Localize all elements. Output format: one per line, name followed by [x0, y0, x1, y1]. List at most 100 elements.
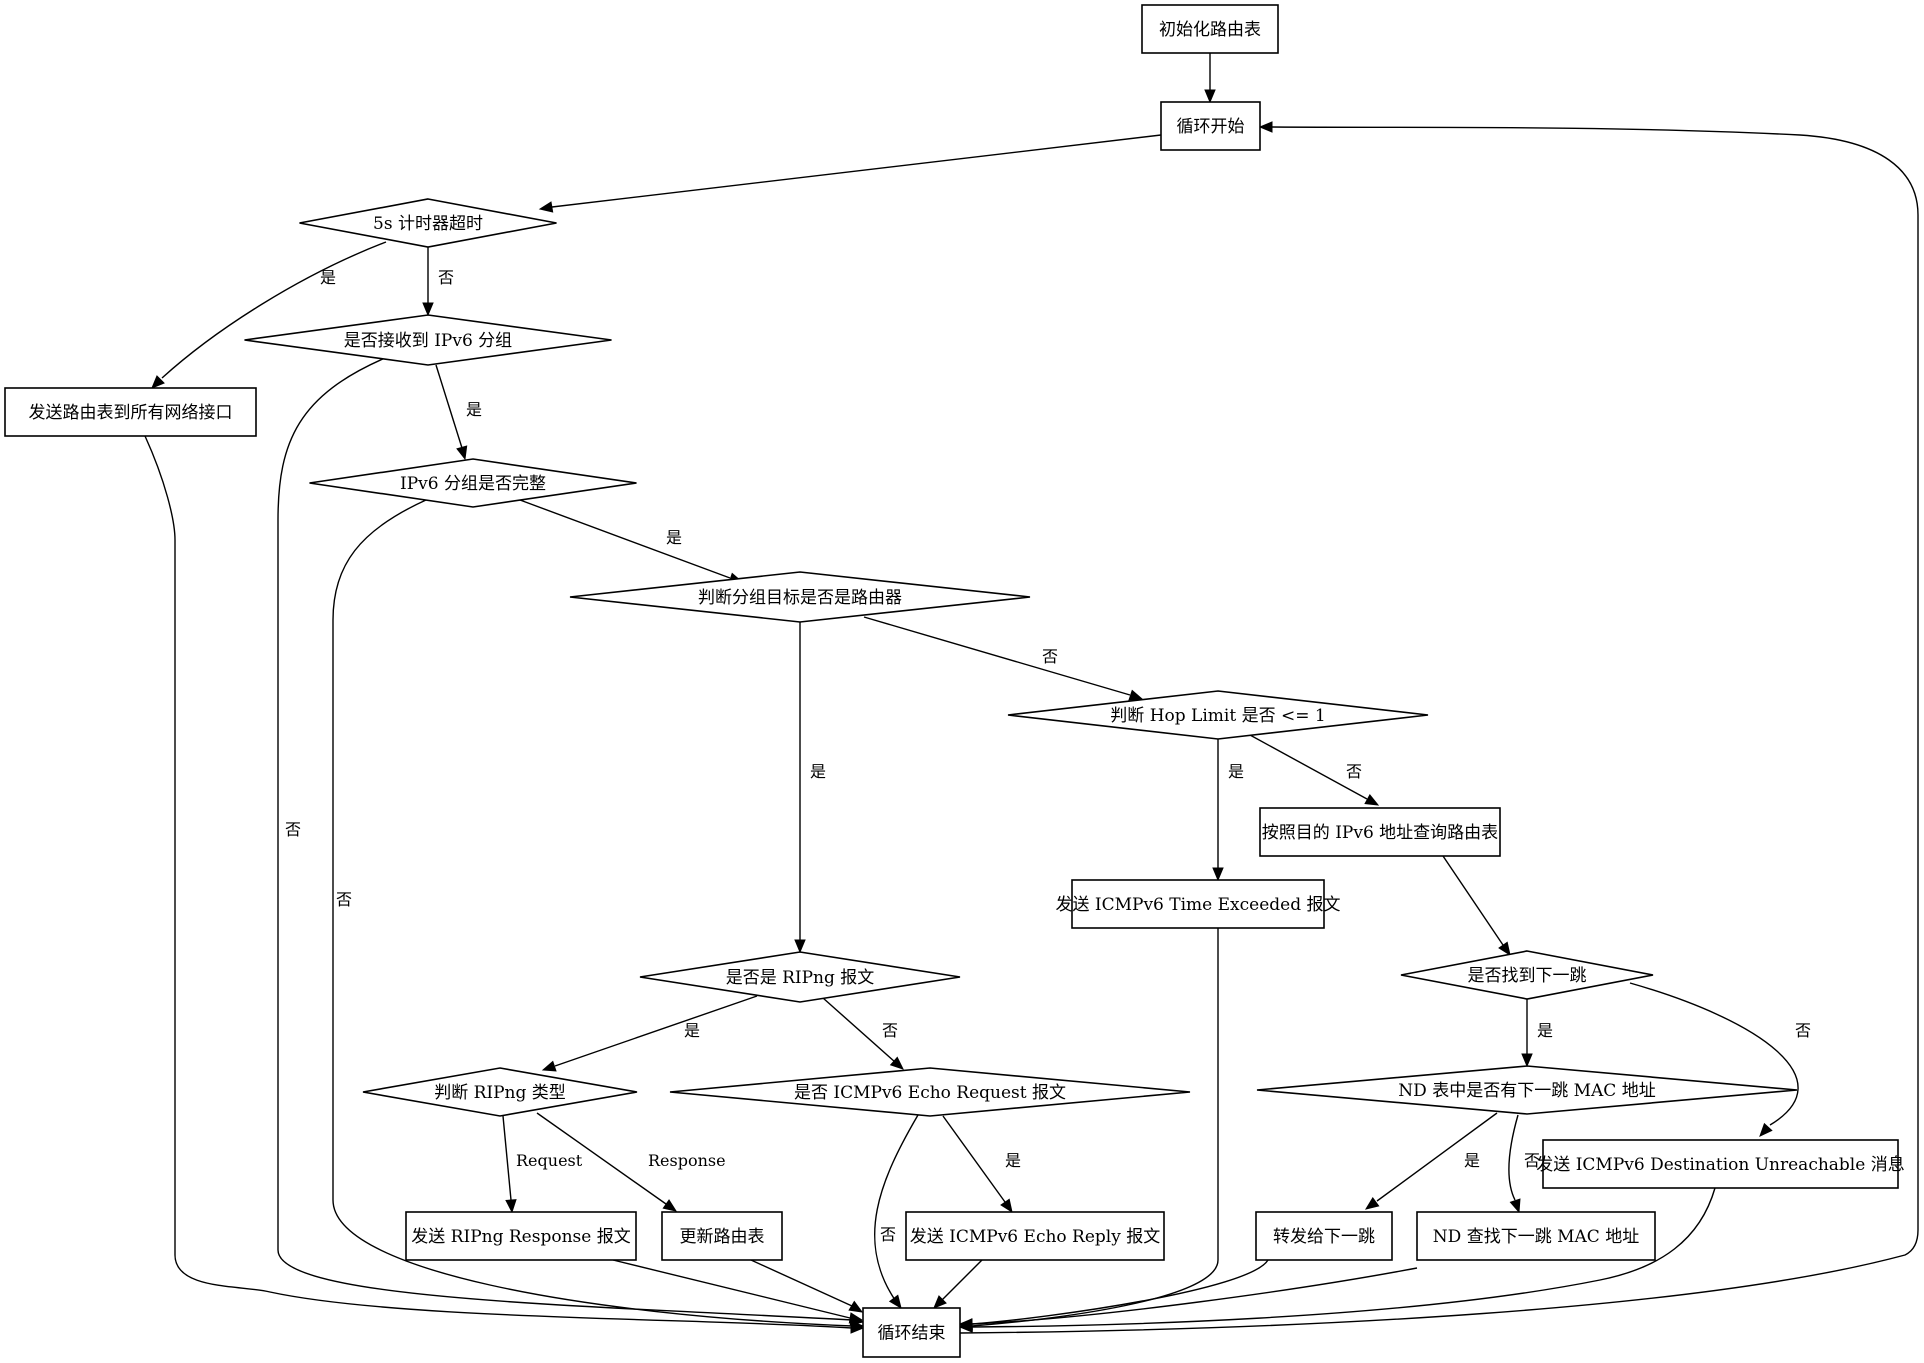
process-box — [661, 1211, 783, 1261]
arrowhead-icon — [1204, 89, 1216, 104]
node-lookup: 按照目的 IPv6 地址查询路由表 — [1259, 807, 1501, 857]
edge-line — [942, 1115, 1006, 1203]
edge-line — [874, 1114, 919, 1301]
edge-label: 否 — [336, 890, 352, 909]
edge-line — [1508, 1114, 1519, 1201]
decision-diamond — [1256, 1065, 1798, 1115]
edge-nd_lookup-to-loop_end — [958, 1267, 1418, 1330]
node-label: 发送 ICMPv6 Echo Reply 报文 — [910, 1227, 1161, 1247]
arrowhead-icon — [1128, 689, 1144, 701]
edge-nd_has_mac-to-forward — [1364, 1112, 1498, 1210]
edge-loop_start-to-timer — [538, 134, 1162, 213]
arrowhead-icon — [1509, 1198, 1521, 1214]
edge-label: 否 — [1795, 1021, 1811, 1040]
edge-is_ripng-to-is_echo — [822, 997, 904, 1070]
edge-label: 否 — [882, 1021, 898, 1040]
node-init: 初始化路由表 — [1141, 4, 1279, 54]
node-nd-has-mac: ND 表中是否有下一跳 MAC 地址 — [1256, 1065, 1798, 1115]
node-label: 判断 Hop Limit 是否 <= 1 — [1110, 706, 1325, 726]
edge-is_echo-to-loop_end — [874, 1114, 919, 1310]
arrowhead-icon — [794, 939, 806, 954]
edge-line — [1249, 734, 1368, 800]
node-send-table: 发送路由表到所有网络接口 — [4, 387, 257, 437]
decision-diamond — [362, 1067, 638, 1117]
arrowhead-icon — [505, 1199, 517, 1214]
process-box — [1542, 1139, 1899, 1189]
node-label: ND 表中是否有下一跳 MAC 地址 — [1398, 1081, 1655, 1101]
arrowhead-icon — [889, 1056, 904, 1070]
arrowhead-icon — [848, 1312, 864, 1324]
node-hop-limit: 判断 Hop Limit 是否 <= 1 — [1007, 690, 1429, 740]
arrowhead-icon — [151, 375, 165, 389]
edge-line — [959, 126, 1919, 1334]
edge-send_table-to-loop_end — [144, 435, 865, 1334]
node-label: 判断 RIPng 类型 — [434, 1083, 566, 1103]
edge-line — [1376, 1112, 1498, 1202]
decision-diamond — [1007, 690, 1429, 740]
process-box — [405, 1211, 637, 1261]
decision-diamond — [669, 1067, 1191, 1117]
process-box — [1071, 879, 1325, 929]
decision-diamond — [639, 951, 961, 1003]
edge-line — [551, 134, 1162, 208]
edge-line — [554, 995, 758, 1067]
edge-line — [750, 1259, 853, 1307]
decision-diamond — [569, 571, 1031, 623]
process-box — [1259, 807, 1501, 857]
process-box — [1141, 4, 1279, 54]
node-label: 按照目的 IPv6 地址查询路由表 — [1262, 823, 1498, 843]
process-box — [4, 387, 257, 437]
node-label: 是否 ICMPv6 Echo Request 报文 — [794, 1083, 1066, 1103]
edge-send_ripng_resp-to-loop_end — [612, 1259, 864, 1324]
arrowhead-icon — [1521, 1053, 1533, 1068]
edge-target_router-to-hop_limit — [863, 616, 1144, 701]
edge-init-to-loop_start — [1204, 53, 1216, 104]
edge-ripng_type-to-send_ripng_resp — [502, 1115, 517, 1214]
edge-label: 是 — [684, 1021, 700, 1040]
edge-ripng_type-to-update_table — [536, 1112, 678, 1212]
edge-lookup-to-found_next — [1442, 855, 1511, 957]
edge-label: 否 — [880, 1225, 896, 1244]
arrowhead-icon — [422, 302, 434, 317]
node-loop-start: 循环开始 — [1160, 101, 1261, 151]
edge-label: 是 — [1005, 1151, 1021, 1170]
node-label: 初始化路由表 — [1159, 20, 1261, 40]
arrowhead-icon — [888, 1294, 902, 1310]
node-send-ripng-resp: 发送 RIPng Response 报文 — [405, 1211, 637, 1261]
node-label: 发送 RIPng Response 报文 — [411, 1227, 630, 1247]
edge-label: 是 — [320, 268, 336, 287]
edge-recv-to-loop_end — [277, 357, 865, 1326]
edge-line — [536, 1112, 667, 1205]
node-recv: 是否接收到 IPv6 分组 — [244, 314, 612, 366]
edge-echo_reply-to-loop_end — [933, 1259, 983, 1309]
node-ripng-type: 判断 RIPng 类型 — [362, 1067, 638, 1117]
node-label: 更新路由表 — [680, 1227, 765, 1247]
edge-label: 否 — [438, 268, 454, 287]
arrowhead-icon — [1364, 1196, 1380, 1210]
edge-time_exceeded-to-loop_end — [958, 928, 1219, 1332]
edge-line — [971, 1187, 1716, 1328]
decision-diamond — [309, 458, 637, 508]
arrowhead-icon — [538, 201, 554, 213]
node-label: 是否是 RIPng 报文 — [726, 968, 875, 988]
process-box — [1160, 101, 1261, 151]
arrowhead-icon — [1759, 1122, 1773, 1137]
node-label: 发送路由表到所有网络接口 — [29, 403, 233, 423]
edge-timer-to-send_table — [151, 241, 387, 389]
node-complete: IPv6 分组是否完整 — [309, 458, 637, 508]
process-box — [1416, 1211, 1656, 1261]
process-box — [862, 1307, 961, 1358]
edge-line — [863, 616, 1131, 696]
edge-label: 是 — [466, 400, 482, 419]
arrowhead-icon — [662, 1199, 678, 1212]
edge-line — [612, 1259, 851, 1319]
node-loop-end: 循环结束 — [862, 1307, 961, 1358]
node-label: ND 查找下一跳 MAC 地址 — [1433, 1227, 1639, 1247]
process-box — [905, 1211, 1165, 1261]
node-label: IPv6 分组是否完整 — [400, 474, 546, 494]
edge-line — [822, 997, 896, 1063]
node-echo-reply: 发送 ICMPv6 Echo Reply 报文 — [905, 1211, 1165, 1261]
decision-diamond — [244, 314, 612, 366]
